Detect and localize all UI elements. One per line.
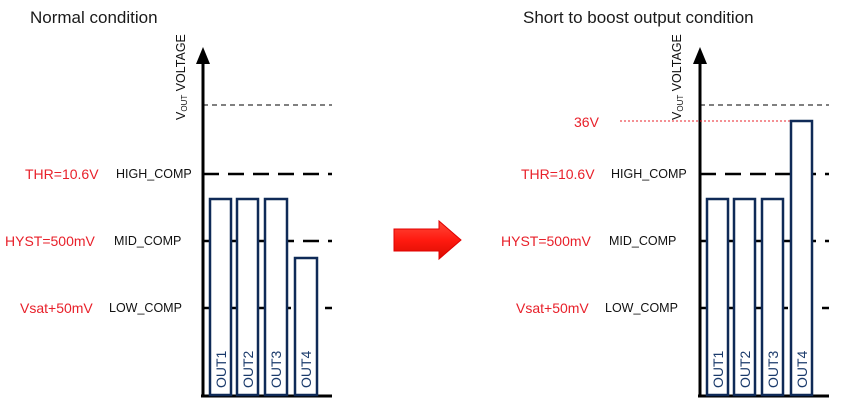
bar-out3 (760, 197, 785, 397)
mid-comp-label: MID_COMP (114, 234, 181, 248)
bar-label-out2: OUT2 (737, 350, 753, 388)
marker-36v-label: 36V (574, 114, 600, 130)
y-axis-arrowhead (693, 47, 707, 64)
low-comp-label: LOW_COMP (605, 301, 678, 315)
high-comp-label: HIGH_COMP (116, 167, 192, 181)
bar-out2 (732, 197, 757, 397)
bar-out4 (293, 256, 319, 397)
transition-arrow-icon (393, 219, 462, 261)
thr-label: THR=10.6V (25, 166, 99, 182)
bar-label-out3: OUT3 (765, 350, 781, 388)
bar-label-out2: OUT2 (240, 350, 256, 388)
y-axis-label: VOUT VOLTAGE (174, 34, 189, 120)
y-axis-arrowhead (196, 47, 210, 64)
bar-label-out1: OUT1 (213, 350, 229, 388)
bar-out4 (789, 119, 814, 397)
bar-out1 (705, 197, 730, 397)
thr-label: THR=10.6V (521, 166, 595, 182)
bar-label-out4: OUT4 (298, 350, 314, 388)
panel-short-to-boost: Short to boost output condition VOUT VOL… (501, 8, 829, 398)
bar-out3 (263, 197, 289, 397)
y-axis-label: VOUT VOLTAGE (670, 34, 685, 120)
panel-normal: Normal condition VOUT VOLTAGE THR=10.6V … (5, 8, 332, 398)
vsat-label: Vsat+50mV (20, 300, 93, 316)
hyst-label: HYST=500mV (501, 233, 592, 249)
bar-out1 (208, 197, 233, 397)
mid-comp-label: MID_COMP (609, 234, 676, 248)
panel-title-short: Short to boost output condition (523, 8, 754, 27)
vsat-label: Vsat+50mV (516, 300, 589, 316)
bar-out2 (235, 197, 260, 397)
bar-label-out4: OUT4 (794, 350, 810, 388)
high-comp-label: HIGH_COMP (611, 167, 687, 181)
hyst-label: HYST=500mV (5, 233, 96, 249)
bar-label-out3: OUT3 (268, 350, 284, 388)
panel-title-normal: Normal condition (30, 8, 158, 27)
low-comp-label: LOW_COMP (109, 301, 182, 315)
bar-label-out1: OUT1 (710, 350, 726, 388)
